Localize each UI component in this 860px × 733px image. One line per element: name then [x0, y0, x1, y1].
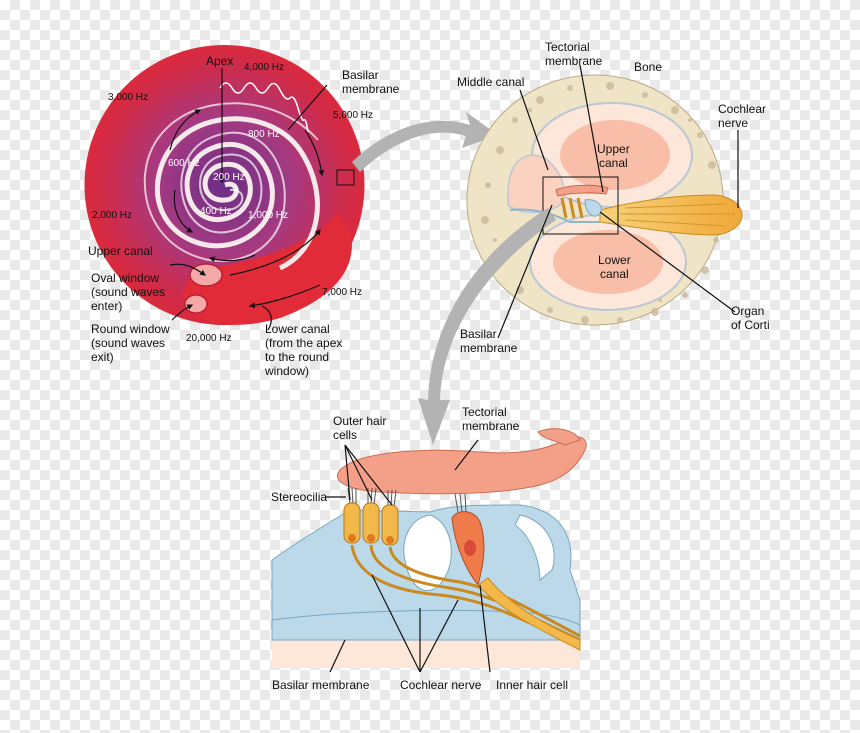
oval-window — [189, 263, 223, 287]
corti-box — [542, 176, 619, 235]
label-corti-cochlear-nerve: Cochlear nerve — [400, 678, 482, 692]
arrow-spiral-to-section — [352, 112, 498, 172]
bone-texture — [481, 82, 719, 324]
round-window — [184, 294, 208, 314]
organ-of-corti — [271, 428, 587, 668]
label-corti-basilar-membrane: Basilar membrane — [272, 678, 370, 692]
label-2000hz: 2,000 Hz — [92, 210, 133, 221]
label-600hz: 600 Hz — [168, 158, 200, 169]
spiral-separator — [154, 116, 320, 271]
label-bone: Bone — [634, 60, 663, 74]
label-400hz: 400 Hz — [200, 206, 232, 217]
label-5000hz: 5,000 Hz — [333, 110, 374, 121]
label-section-cochlear-nerve: Cochlear nerve — [718, 102, 767, 130]
label-section-upper-canal: Upper canal — [597, 142, 630, 170]
label-spiral-lower-canal: Lower canal (from the apex to the round … — [265, 322, 343, 378]
label-800hz: 800 Hz — [248, 129, 280, 140]
spiral-cochlea — [84, 45, 365, 325]
label-section-tectorial-membrane: Tectorial membrane — [545, 40, 603, 68]
label-oval-window: Oval window (sound waves enter) — [91, 271, 166, 313]
outer-hair-cells — [343, 502, 399, 546]
label-3000hz: 3,000 Hz — [108, 92, 149, 103]
label-4000hz: 4,000 Hz — [244, 62, 285, 73]
label-1000hz: 1,000 Hz — [248, 210, 289, 221]
label-organ-of-corti: Organ of Corti — [731, 304, 770, 332]
leader-lines — [169, 64, 739, 673]
label-stereocilia: Stereocilia — [271, 490, 328, 504]
label-round-window: Round window (sound waves exit) — [91, 322, 170, 364]
label-apex: Apex — [206, 54, 234, 68]
cochlea-cross-section — [466, 74, 743, 326]
label-spiral-basilar-membrane: Basilar membrane — [342, 68, 400, 96]
label-20000hz: 20,000 Hz — [186, 333, 232, 344]
section-box — [336, 169, 355, 186]
label-outer-hair-cells: Outer hair cells — [333, 414, 387, 442]
basilar-wave — [219, 82, 309, 133]
basilar-membrane-band — [272, 640, 580, 668]
label-inner-hair-cell: Inner hair cell — [496, 678, 569, 692]
middle-canal-section — [507, 154, 565, 214]
label-corti-tectorial-membrane: Tectorial membrane — [462, 405, 520, 433]
label-section-basilar-membrane: Basilar membrane — [460, 327, 518, 355]
spiral-inner-line — [143, 102, 319, 262]
arrow-section-to-corti — [418, 208, 556, 445]
label-7000hz: 7,000 Hz — [322, 287, 363, 298]
label-middle-canal: Middle canal — [457, 75, 525, 89]
label-section-lower-canal: Lower canal — [598, 253, 631, 281]
label-200hz: 200 Hz — [213, 172, 245, 183]
stereocilia-bundles — [347, 487, 467, 513]
label-spiral-upper-canal: Upper canal — [88, 244, 153, 258]
tectorial-membrane — [337, 436, 587, 495]
